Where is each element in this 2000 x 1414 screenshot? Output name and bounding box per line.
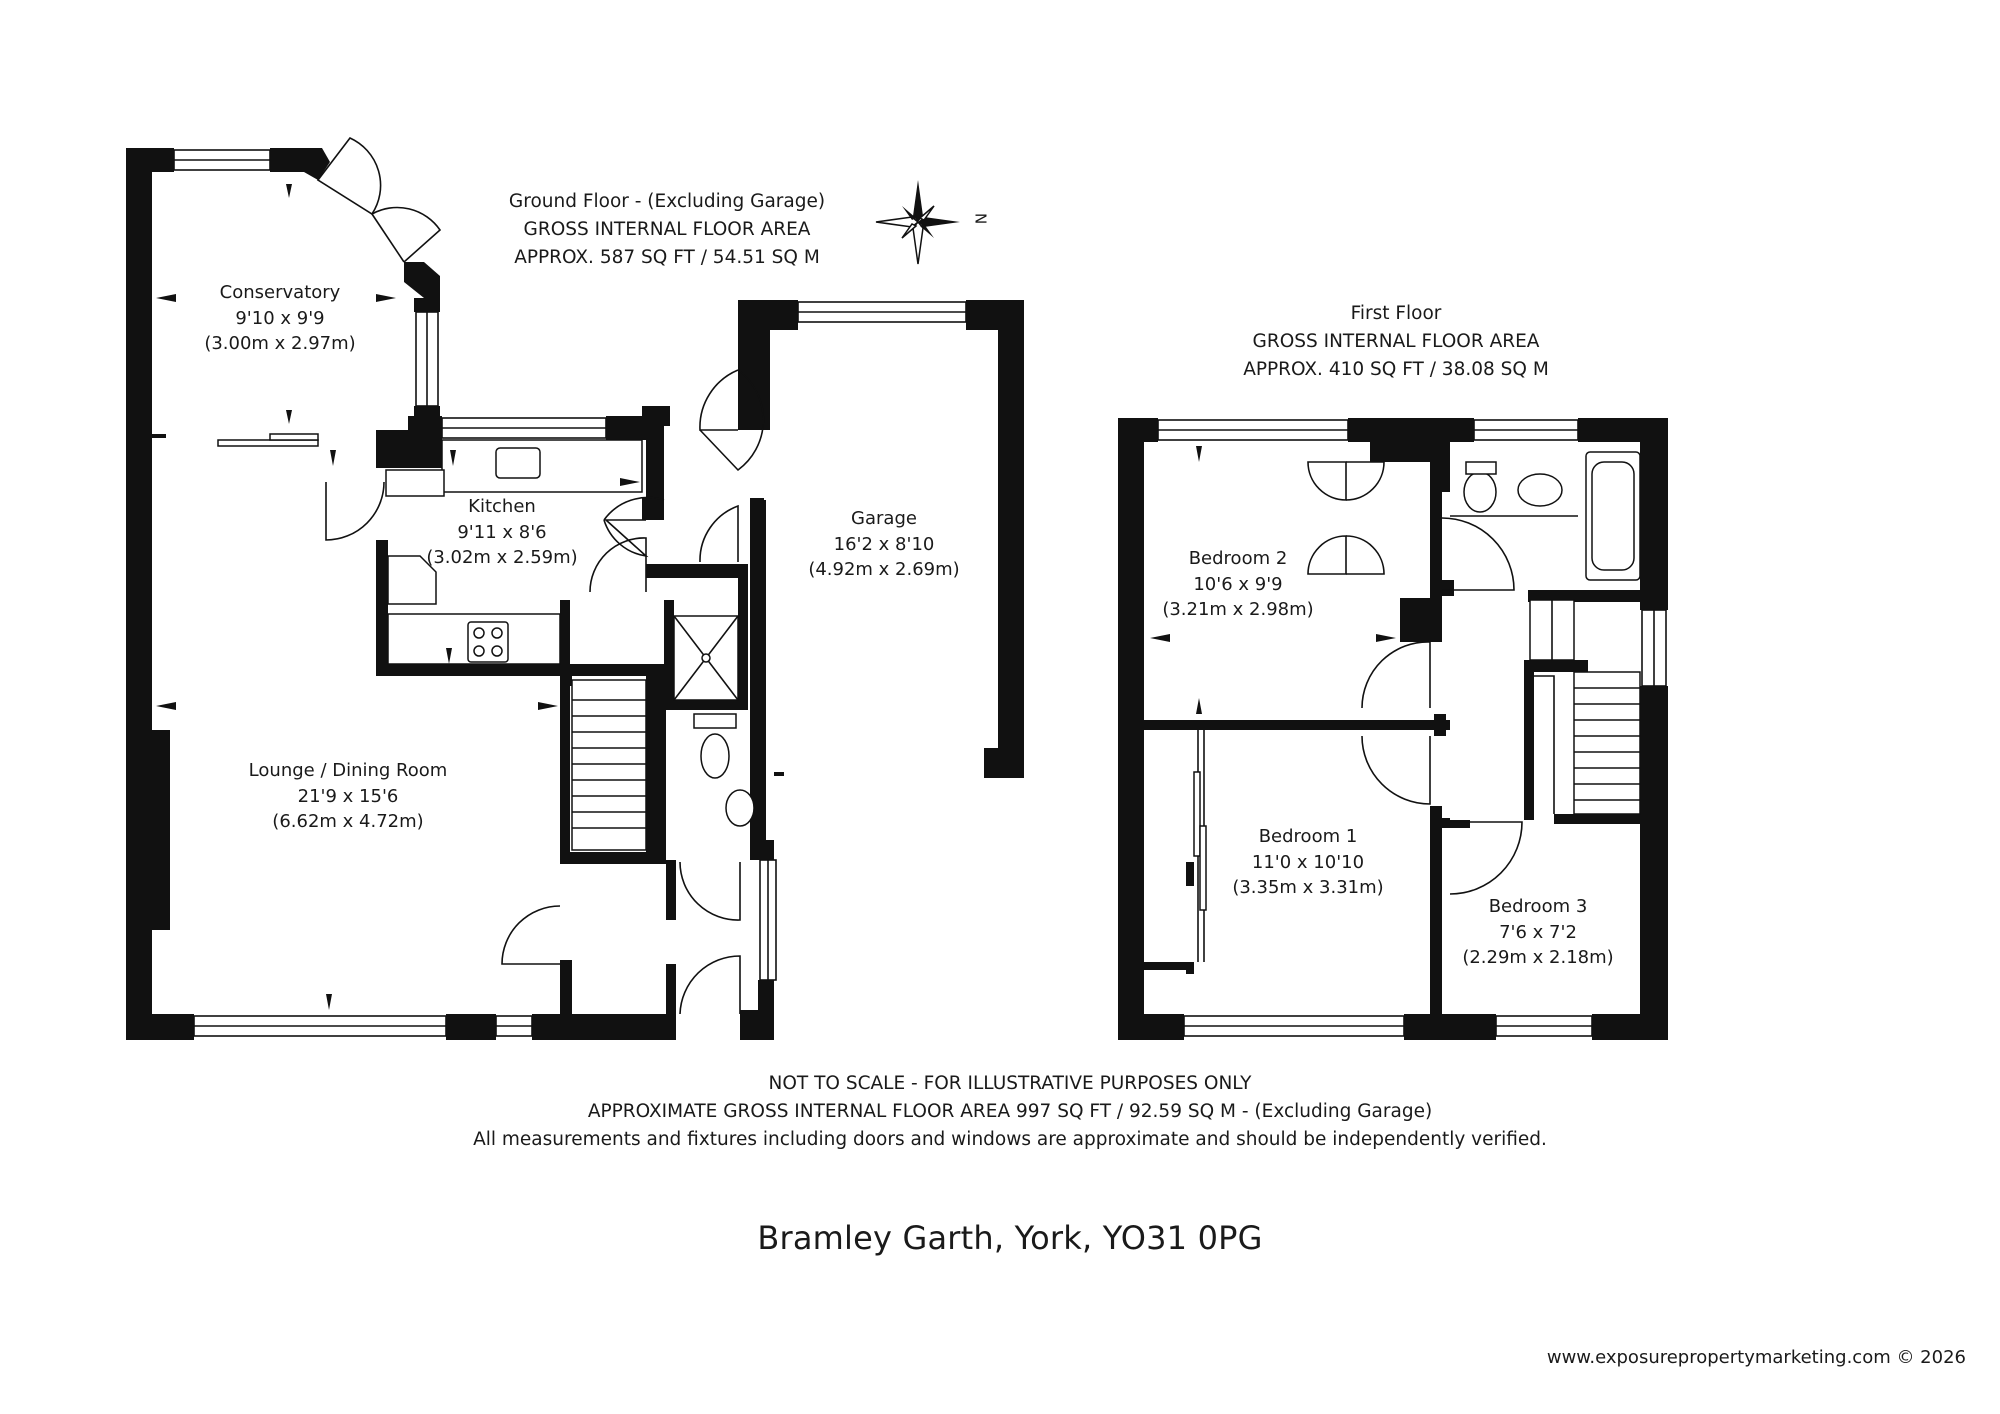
shower-room-fixtures xyxy=(673,615,784,827)
room-name: Garage xyxy=(851,508,917,529)
first-floor-heading-line1: First Floor xyxy=(1350,303,1442,324)
first-floor-heading-line3: APPROX. 410 SQ FT / 38.08 SQ M xyxy=(1243,358,1549,380)
ground-floor-stairs xyxy=(571,679,647,851)
room-name: Bedroom 2 xyxy=(1188,548,1288,569)
ground-floor-doors xyxy=(217,137,765,1015)
room-size-imperial: 11'0 x 10'10 xyxy=(1251,851,1365,873)
room-size-metric: (3.00m x 2.97m) xyxy=(204,333,356,355)
first-floor-plan xyxy=(1118,418,1668,1040)
room-size-imperial: 7'6 x 7'2 xyxy=(1499,921,1577,943)
kitchen-fixtures xyxy=(385,439,643,665)
room-label-bedroom-1: Bedroom 1 11'0 x 10'10 (3.35m x 3.31m) xyxy=(1232,824,1383,901)
first-floor-heading-line2: GROSS INTERNAL FLOOR AREA xyxy=(1252,330,1540,352)
ground-floor-heading-line3: APPROX. 587 SQ FT / 54.51 SQ M xyxy=(514,246,820,268)
room-name: Bedroom 1 xyxy=(1258,826,1358,847)
room-label-garage: Garage 16'2 x 8'10 (4.92m x 2.69m) xyxy=(808,506,959,583)
room-size-metric: (3.21m x 2.98m) xyxy=(1162,599,1314,621)
note-approximate: All measurements and fixtures including … xyxy=(473,1128,1547,1150)
property-address: Bramley Garth, York, YO31 0PG xyxy=(757,1219,1263,1257)
room-label-kitchen: Kitchen 9'11 x 8'6 (3.02m x 2.59m) xyxy=(426,494,577,571)
first-floor-stairs xyxy=(1529,599,1641,815)
ground-floor-windows xyxy=(173,149,967,1037)
room-name: Lounge / Dining Room xyxy=(248,760,448,781)
room-size-metric: (3.35m x 3.31m) xyxy=(1232,877,1384,899)
room-size-imperial: 21'9 x 15'6 xyxy=(297,785,399,807)
room-size-metric: (2.29m x 2.18m) xyxy=(1462,947,1614,969)
room-label-lounge-dining: Lounge / Dining Room 21'9 x 15'6 (6.62m … xyxy=(249,758,448,835)
ground-floor-dimension-arrows xyxy=(156,184,640,1010)
room-label-bedroom-2: Bedroom 2 10'6 x 9'9 (3.21m x 2.98m) xyxy=(1162,546,1313,623)
room-size-imperial: 10'6 x 9'9 xyxy=(1193,573,1283,595)
first-floor-dimension-arrows xyxy=(1150,446,1396,714)
note-total-area: APPROXIMATE GROSS INTERNAL FLOOR AREA 99… xyxy=(587,1100,1433,1122)
room-label-conservatory: Conservatory 9'10 x 9'9 (3.00m x 2.97m) xyxy=(204,280,355,357)
ground-floor-plan xyxy=(126,137,1024,1040)
room-size-imperial: 16'2 x 8'10 xyxy=(833,533,935,555)
compass-rose-icon xyxy=(875,180,960,265)
ground-floor-walls xyxy=(126,148,1024,1040)
room-name: Bedroom 3 xyxy=(1488,896,1588,917)
room-size-metric: (4.92m x 2.69m) xyxy=(808,559,960,581)
room-size-metric: (6.62m x 4.72m) xyxy=(272,811,424,833)
disclaimer-notes: NOT TO SCALE - FOR ILLUSTRATIVE PURPOSES… xyxy=(473,1070,1547,1153)
first-floor-windows xyxy=(1157,419,1667,1037)
bathroom-fixtures xyxy=(1450,451,1641,581)
website-credit[interactable]: www.exposurepropertymarketing.com © 2026 xyxy=(1546,1347,1966,1368)
first-floor-walls xyxy=(1118,418,1668,1040)
ground-floor-heading-line1: Ground Floor - (Excluding Garage) xyxy=(508,191,826,212)
first-floor-heading: First Floor GROSS INTERNAL FLOOR AREA AP… xyxy=(1243,300,1549,383)
first-floor-doors xyxy=(1186,461,1523,962)
room-size-imperial: 9'11 x 8'6 xyxy=(457,521,547,543)
room-name: Kitchen xyxy=(468,496,536,517)
room-name: Conservatory xyxy=(219,282,341,303)
room-size-metric: (3.02m x 2.59m) xyxy=(426,547,578,569)
note-not-to-scale: NOT TO SCALE - FOR ILLUSTRATIVE PURPOSES… xyxy=(768,1073,1252,1094)
ground-floor-heading-line2: GROSS INTERNAL FLOOR AREA xyxy=(523,218,811,240)
room-size-imperial: 9'10 x 9'9 xyxy=(235,307,325,329)
room-label-bedroom-3: Bedroom 3 7'6 x 7'2 (2.29m x 2.18m) xyxy=(1462,894,1613,971)
ground-floor-heading: Ground Floor - (Excluding Garage) GROSS … xyxy=(509,188,825,271)
compass-label: N xyxy=(971,213,990,225)
